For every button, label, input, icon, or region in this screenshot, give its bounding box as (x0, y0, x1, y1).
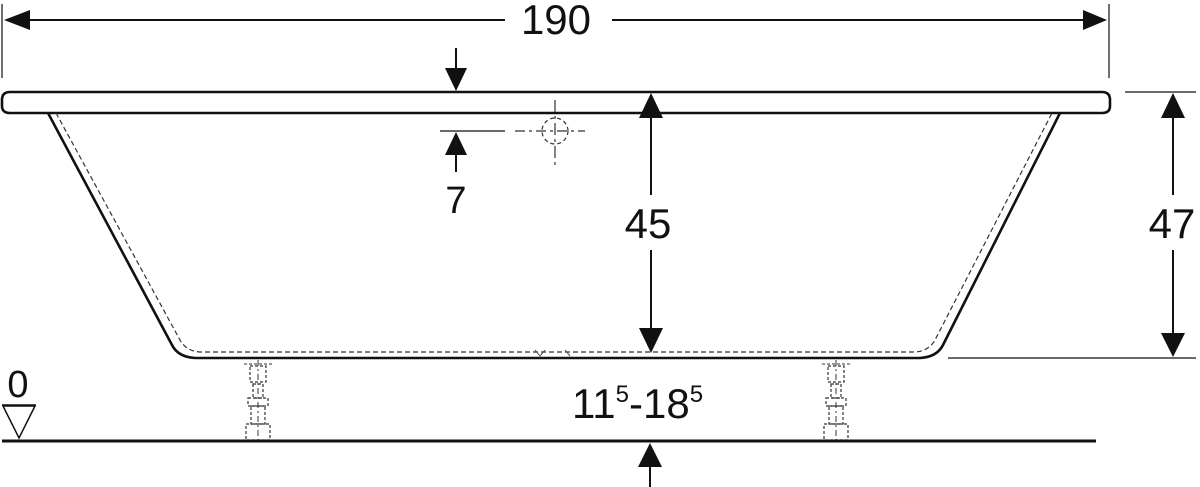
foot-height-min-sup: 5 (616, 381, 629, 408)
tub-bottom-mark-2 (564, 349, 571, 357)
depth-arrow-bottom (639, 328, 663, 353)
length-arrow-right (1083, 10, 1107, 30)
floor-arrow (638, 443, 662, 487)
floor-arrow-head (638, 443, 662, 467)
tub-bottom-mark (534, 349, 546, 357)
height-dimension: 47 (948, 91, 1196, 359)
overflow-label: 7 (445, 180, 466, 222)
bathtub-body (0, 90, 1112, 360)
floor-level-label: 0 (7, 364, 28, 406)
overflow-marker (440, 100, 585, 168)
foot-height-dash: - (629, 380, 643, 427)
depth-dimension: 45 (625, 93, 672, 353)
floor-level-triangle-icon (1, 405, 37, 440)
floor-level-marker: 0 (1, 364, 37, 440)
depth-label: 45 (625, 200, 672, 247)
tub-inner-dashed (55, 112, 1053, 353)
foot-height-min: 11 (572, 380, 616, 427)
overflow-top-arrow (445, 68, 467, 91)
tub-rim (0, 90, 1112, 115)
overflow-circle (541, 117, 569, 145)
length-arrow-left (4, 10, 30, 30)
height-label: 47 (1149, 200, 1196, 247)
foot-height-label: 115-185 (572, 380, 703, 427)
height-arrow-bottom (1161, 333, 1185, 357)
foot-height-max-sup: 5 (690, 381, 703, 408)
depth-arrow-top (639, 93, 663, 118)
left-foot (244, 360, 272, 441)
overflow-bottom-arrow (445, 132, 467, 155)
length-label: 190 (521, 0, 591, 43)
foot-height-max: 18 (643, 380, 690, 427)
overflow-dimension: 7 (445, 48, 467, 222)
height-arrow-top (1161, 93, 1185, 118)
tub-shell (46, 112, 1062, 360)
length-dimension: 190 (1, 0, 1110, 78)
right-foot (822, 360, 850, 441)
